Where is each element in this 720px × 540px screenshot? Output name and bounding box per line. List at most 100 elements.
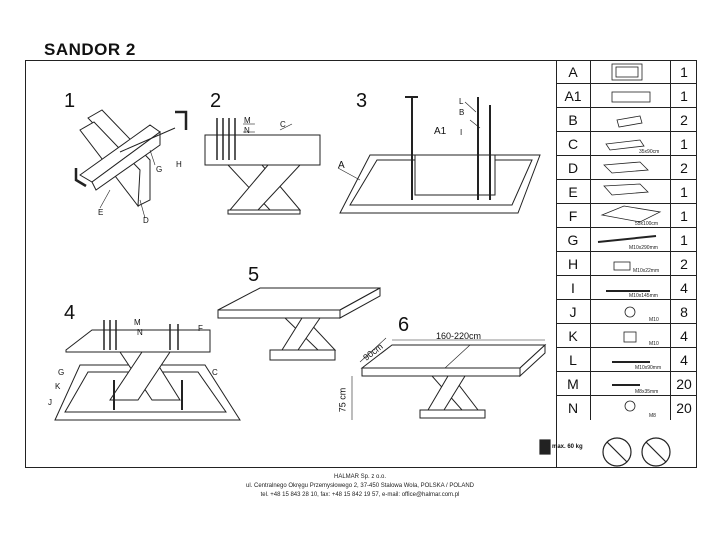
dimension-height: 75 cm [337,387,348,413]
part-dimension: 55x100cm [635,221,659,227]
step3-drawing [337,96,541,214]
part-letter: D [556,156,591,180]
s1-label-e: E [98,208,104,217]
step-number-4: 4 [64,302,76,324]
instruction-frame [25,60,697,468]
s4-label-n: N [137,328,143,337]
step-number-2: 2 [210,90,222,112]
part-qty: 2 [680,160,688,176]
s2-label-n: N [244,126,250,135]
part-image: M10x145mm [591,276,671,300]
part-image [591,156,671,180]
part-dimension: M10x22mm [633,268,660,274]
s3-label-b: B [459,108,465,117]
part-dimension: 35x90cm [639,149,660,155]
part-letter: F [556,204,591,228]
s1-label-d: D [143,216,149,225]
part-dimension: M10x145mm [629,293,658,299]
part-dimension: M10x290mm [629,245,658,251]
part-letter: A [556,60,591,84]
s4-label-k: K [55,382,61,391]
part-dimension: M8 [649,413,656,419]
part-image [591,60,671,84]
s3-label-i: I [460,128,463,137]
part-qty: 1 [680,208,688,224]
s2-label-c: C [280,120,286,129]
part-image: M10x90mm [591,348,671,372]
footer-contact: tel. +48 15 843 28 10, fax: +48 15 842 1… [260,492,460,498]
part-letter: C [556,132,591,156]
step1-legs-drawing [74,109,188,219]
s2-label-m: M [244,116,251,125]
part-letter: G [556,228,591,252]
part-letter: A1 [556,84,591,108]
step2-drawing [204,118,321,215]
part-thumbnails [597,63,662,412]
part-qty: 4 [680,352,688,368]
part-image: M10x290mm [591,228,671,252]
step5-drawing [217,287,381,361]
part-letter: K [556,324,591,348]
part-image: M10 [591,324,671,348]
s3-label-l: L [459,97,464,106]
part-letter: J [556,300,591,324]
part-image [591,108,671,132]
part-image: 55x100cm [591,204,671,228]
part-letter: L [556,348,591,372]
parts-row: N M8 20 [556,396,697,420]
part-image [591,84,671,108]
parts-row: F 55x100cm 1 [556,204,697,228]
s3-label-a1: A1 [434,126,447,137]
s4-label-g: G [58,368,65,377]
s4-label-m: M [134,318,141,327]
step4-drawing [54,320,241,421]
part-letter: B [556,108,591,132]
part-qty: 1 [680,88,688,104]
s4-label-j: J [48,398,52,407]
part-qty: 1 [680,136,688,152]
s4-label-f: F [198,324,203,333]
part-dimension: M10x90mm [635,365,662,371]
warning-icons [539,437,671,467]
s4-label-c: C [212,368,218,377]
footer-company: HALMAR Sp. z o.o. [333,474,387,480]
part-qty: 1 [680,64,688,80]
s1-label-g: G [156,165,163,174]
part-letter: I [556,276,591,300]
step6-drawing [351,337,547,420]
step-number-6: 6 [398,314,410,336]
parts-row: A1 1 [556,84,697,108]
part-qty: 2 [680,112,688,128]
part-letter: N [556,396,591,420]
part-image: M10x22mm [591,252,671,276]
footer-address: ul. Centralnego Okręgu Przemysłowego 2, … [245,483,474,489]
part-image: M8x35mm [591,372,671,396]
dimension-length: 160-220cm [436,331,482,341]
part-qty: 8 [680,304,688,320]
part-image: 35x90cm [591,132,671,156]
part-dimension: M8x35mm [635,389,659,395]
s3-label-a: A [338,160,345,171]
part-qty: 20 [676,400,692,416]
part-qty: 1 [680,184,688,200]
part-image: M8 [591,396,671,420]
step-number-1: 1 [64,90,76,112]
max-load-label: max. 60 kg [552,444,583,450]
step-number-5: 5 [248,264,260,286]
parts-table-divider [556,60,557,468]
parts-row: C 35x90cm 1 [556,132,697,156]
part-qty: 20 [676,376,692,392]
part-qty: 4 [680,328,688,344]
part-letter: H [556,252,591,276]
